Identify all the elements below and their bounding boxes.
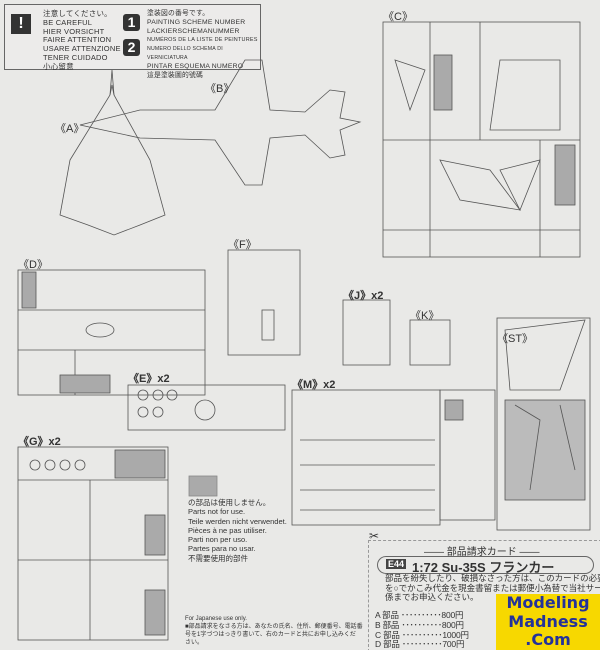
scheme-line: LACKIERSCHEMANUMMER: [147, 27, 240, 35]
sprue-label-k: 《K》: [410, 310, 440, 322]
scheme-line: PINTAR ESQUEMA NUMERO: [147, 62, 244, 70]
caution-line: HIER VORSICHT: [43, 26, 105, 36]
note-line: Teile werden nicht verwendet.: [188, 516, 287, 526]
caution-line: FAIRE ATTENTION: [43, 35, 112, 45]
scissors-icon: ✂: [369, 529, 380, 543]
sprue-label-a: 《A》: [55, 123, 85, 135]
caution-line: 注意してください。: [43, 9, 112, 18]
caution-line: BE CAREFUL: [43, 17, 93, 27]
price-row: A 部品 ･･････････800円: [375, 610, 464, 620]
caution-line: TENER CUIDADO: [43, 52, 108, 62]
scheme-number-1-icon: 1: [123, 14, 140, 31]
card-line: を○でかこみ代金を現金書留または郵便小為替で当社サービス: [385, 582, 600, 593]
watermark-logo: Modeling Madness .Com: [496, 593, 600, 650]
sprue-m-frame: [291, 389, 441, 526]
caution-icon: !: [11, 14, 31, 34]
sprue-label-b: 《B》: [205, 83, 235, 95]
sprue-label-e: 《E》x2: [128, 373, 170, 385]
japan-note: For Japanese use only. ■部品請求をなさる方は、あなたの氏…: [185, 615, 365, 647]
sprue-label-j: 《J》x2: [343, 290, 384, 302]
price-list: A 部品 ･･････････800円 B 部品 ･･････････800円 …: [375, 610, 469, 650]
sprue-label-d: 《D》: [18, 259, 48, 271]
scheme-text: 塗装図の番号です。 PAINTING SCHEME NUMBER LACKIER…: [147, 10, 260, 80]
scheme-line: 這是塗裝圖的號碼: [147, 71, 203, 79]
note-line: さい。: [185, 640, 204, 646]
sprue-k-frame: [409, 319, 451, 366]
kit-title: 1:72 Su-35S フランカー: [412, 560, 555, 575]
note-line: ■部品請求をなさる方は、あなたの氏名、住所、郵便番号、電話番: [185, 624, 363, 630]
sprue-label-c: 《C》: [383, 11, 413, 23]
watermark-line: .Com: [525, 630, 571, 649]
sprue-c-frame: [382, 21, 581, 258]
sprue-label-f: 《F》: [228, 239, 257, 251]
note-line: 不需要使用的部件: [188, 553, 248, 563]
note-line: の部品は使用しません。: [188, 498, 271, 507]
sprue-f-frame: [227, 249, 301, 356]
sprue-g-frame: [17, 446, 169, 641]
price-row: C 部品 ･･････････1000円: [375, 629, 469, 640]
sprue-label-g: 《G》x2: [18, 436, 61, 448]
price-row: B 部品 ･･････････800円: [375, 619, 464, 630]
scheme-number-2-icon: 2: [123, 39, 140, 56]
watermark-line: Madness: [508, 611, 588, 631]
note-line: Parts not for use.: [188, 507, 246, 517]
part-a-nose: [109, 69, 115, 96]
part-a-upper-fuselage: [59, 84, 166, 236]
caution-text: 注意してください。 BE CAREFUL HIER VORSICHT FAIRE…: [43, 9, 121, 72]
parts-order-card: ✂ ―― 部品請求カード ―― E44 1:72 Su-35S フランカー 部品…: [368, 529, 600, 650]
sprue-label-st: 《ST》: [497, 333, 534, 345]
sprue-d-frame: [17, 269, 206, 396]
note-line: Pièces à ne pas utiliser.: [188, 525, 267, 535]
not-for-use-swatch: [188, 475, 218, 497]
card-line: 部品を紛失したり、破損なさった方は、このカードの必要部品: [385, 573, 600, 583]
not-for-use-note: の部品は使用しません。 Parts not for use. Teile wer…: [188, 498, 287, 563]
note-line: Partes para no usar.: [188, 544, 256, 554]
caution-line: 小心留意: [43, 61, 74, 71]
sprue-e-frame: [127, 384, 286, 431]
card-text: 部品を紛失したり、破損なさった方は、このカードの必要部品 を○でかこみ代金を現金…: [385, 573, 600, 603]
part-b-lower-fuselage: [79, 59, 362, 186]
sprue-label-m: 《M》x2: [292, 379, 336, 391]
sprue-j-frame: [342, 299, 391, 366]
scheme-line: PAINTING SCHEME NUMBER: [147, 18, 246, 26]
note-line: 号を1字づつはっきり書いて、右のカードと共にお申し込みくだ: [185, 632, 356, 638]
legend-box: ! 注意してください。 BE CAREFUL HIER VORSICHT FAI…: [4, 4, 261, 79]
scheme-line: 塗装図の番号です。: [147, 10, 210, 17]
kit-code: E44: [386, 559, 407, 569]
note-line: Parti non per uso.: [188, 535, 248, 545]
price-row: D 部品 ･･････････700円: [375, 639, 465, 650]
caution-line: USARE ATTENZIONE: [43, 44, 121, 54]
card-heading: ―― 部品請求カード ――: [424, 547, 540, 558]
card-title-bar: E44 1:72 Su-35S フランカー: [377, 556, 594, 575]
scheme-line: NUMERO DELLO SCHEMA DI VERNICIATURA: [147, 46, 223, 61]
watermark-line: Modeling: [506, 593, 590, 612]
sprue-st-frame: [496, 317, 591, 531]
note-line: For Japanese use only.: [185, 616, 247, 622]
scheme-line: NUMÉROS DE LA LISTE DE PEINTURES: [147, 37, 258, 44]
card-line: 係までお申込ください。: [385, 592, 479, 602]
